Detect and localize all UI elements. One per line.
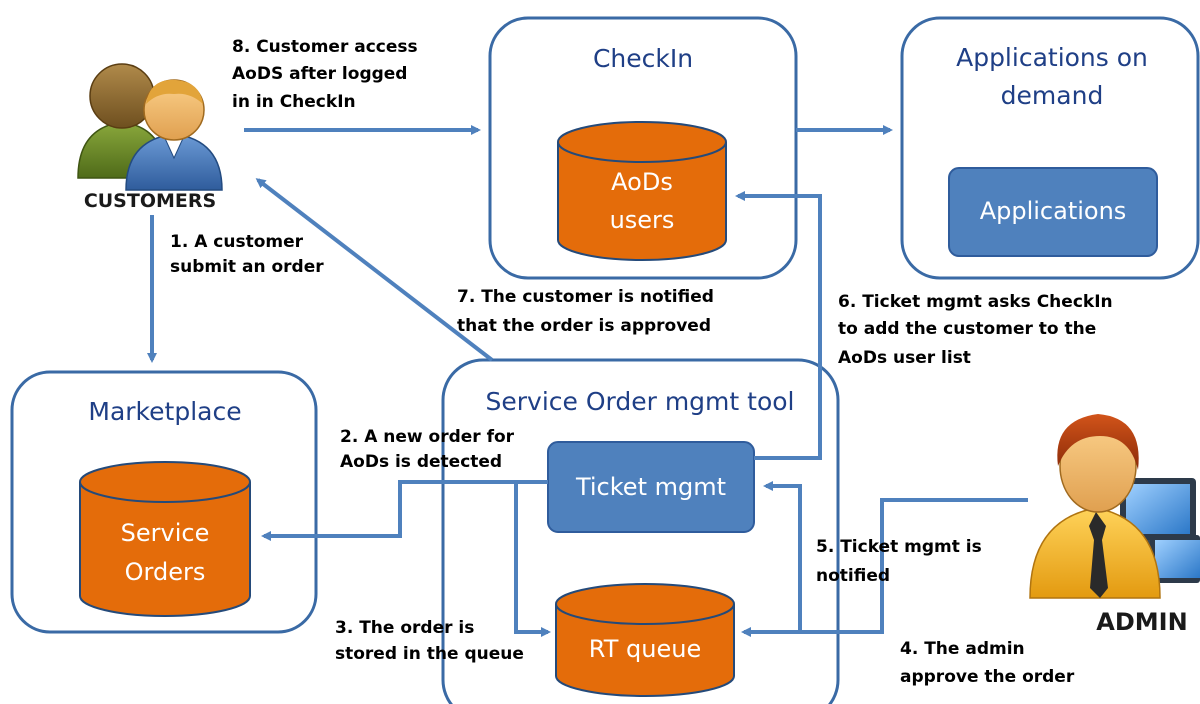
step8-line3: in in CheckIn — [232, 92, 356, 112]
step5-line2: notified — [816, 566, 890, 586]
service-orders-database: Service Orders — [79, 461, 251, 617]
applications-module: Applications — [948, 167, 1158, 257]
aods-users-database: AoDs users — [557, 121, 727, 261]
step2-line1: 2. A new order for — [340, 427, 515, 447]
checkin-title: CheckIn — [593, 44, 693, 73]
step8-line1: 8. Customer access — [232, 37, 418, 57]
step5-line1: 5. Ticket mgmt is — [816, 537, 982, 557]
customers-label: CUSTOMERS — [84, 190, 216, 212]
ticket-mgmt-module: Ticket mgmt — [547, 441, 755, 533]
step5-note: 5. Ticket mgmt is notified — [816, 537, 982, 586]
admin-icon — [1029, 414, 1200, 599]
step4-line1: 4. The admin — [900, 639, 1025, 659]
step6-note: 6. Ticket mgmt asks CheckIn to add the c… — [838, 292, 1113, 368]
step3-line1: 3. The order is — [335, 618, 474, 638]
rt-queue-label: RT queue — [589, 635, 701, 663]
step2-line2: AoDs is detected — [340, 452, 502, 472]
step8-note: 8. Customer access AoDS after logged in … — [232, 37, 418, 112]
step4-line2: approve the order — [900, 667, 1075, 687]
step1-line2: submit an order — [170, 257, 324, 277]
rt-queue-database: RT queue — [555, 583, 735, 697]
step7-line1: 7. The customer is notified — [457, 287, 714, 307]
step7-line2: that the order is approved — [457, 316, 711, 336]
admin-label: ADMIN — [1096, 608, 1187, 636]
step6-line2: to add the customer to the — [838, 319, 1096, 339]
step1-line1: 1. A customer — [170, 232, 304, 252]
som-title: Service Order mgmt tool — [486, 387, 795, 416]
step6-line3: AoDs user list — [838, 348, 971, 368]
marketplace-title: Marketplace — [88, 397, 241, 426]
step8-line2: AoDS after logged — [232, 64, 407, 84]
step3-note: 3. The order is stored in the queue — [335, 618, 524, 664]
ticket-mgmt-label: Ticket mgmt — [575, 473, 726, 501]
arrow-step6 — [735, 191, 822, 460]
aod-title-line2: demand — [1001, 81, 1104, 110]
arrow-step3 — [514, 482, 551, 637]
step1-note: 1. A customer submit an order — [170, 232, 324, 277]
step6-line1: 6. Ticket mgmt asks CheckIn — [838, 292, 1113, 312]
step2-note: 2. A new order for AoDs is detected — [340, 427, 515, 472]
aod-title-line1: Applications on — [956, 43, 1148, 72]
step3-line2: stored in the queue — [335, 644, 524, 664]
step7-note: 7. The customer is notified that the ord… — [457, 287, 714, 336]
service-orders-line1: Service — [121, 519, 210, 547]
applications-label: Applications — [980, 197, 1127, 225]
arrow-step5 — [763, 481, 802, 632]
service-orders-line2: Orders — [125, 558, 206, 586]
customers-icon — [77, 63, 223, 191]
arrow-step7 — [255, 178, 494, 362]
arrow-step2 — [261, 480, 548, 541]
aods-users-line2: users — [610, 206, 675, 234]
arrow-step4 — [741, 498, 1028, 637]
aods-users-line1: AoDs — [611, 168, 673, 196]
step4-note: 4. The admin approve the order — [900, 639, 1075, 687]
